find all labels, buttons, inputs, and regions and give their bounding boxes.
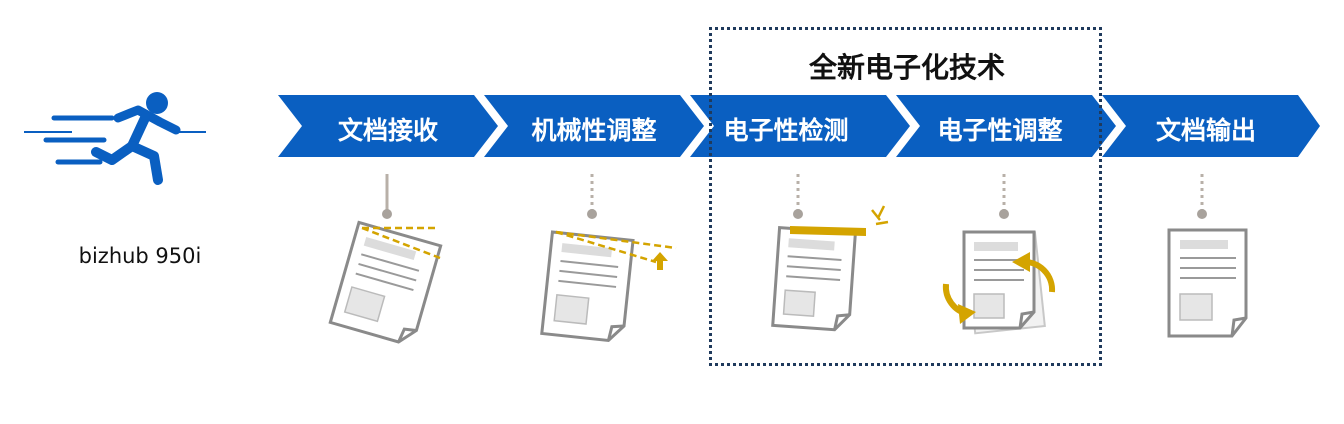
new-tech-title: 全新电子化技术 (808, 51, 1005, 84)
step-arrow-3 (690, 95, 910, 157)
connector-2 (587, 174, 597, 219)
step-label-2: 机械性调整 (531, 116, 657, 145)
connector-4 (999, 174, 1009, 219)
connector-3 (793, 174, 803, 219)
connector-5 (1197, 174, 1207, 219)
step-arrow-5 (1102, 95, 1320, 157)
skew-detection-document-icon (771, 226, 857, 332)
connector-1 (382, 174, 392, 219)
straight-document-icon (1167, 228, 1248, 338)
detection-spark-icon (871, 205, 889, 226)
step-label-4: 电子性调整 (937, 116, 1063, 145)
mechanical-adjust-document-icon (540, 230, 635, 342)
step-label-3: 电子性检测 (723, 116, 849, 145)
step-label-1: 文档接收 (337, 116, 438, 145)
skewed-document-icon (328, 220, 443, 344)
product-name: bizhub 950i (78, 244, 202, 268)
step-label-5: 文档输出 (1155, 116, 1256, 145)
step-arrow-1 (278, 95, 498, 157)
step-arrow-4 (896, 95, 1116, 157)
rotation-adjust-document-icon (942, 230, 1056, 335)
new-tech-frame (709, 27, 1102, 366)
running-person-icon (24, 92, 206, 185)
up-arrow-icon (652, 252, 668, 270)
step-arrow-2 (484, 95, 704, 157)
